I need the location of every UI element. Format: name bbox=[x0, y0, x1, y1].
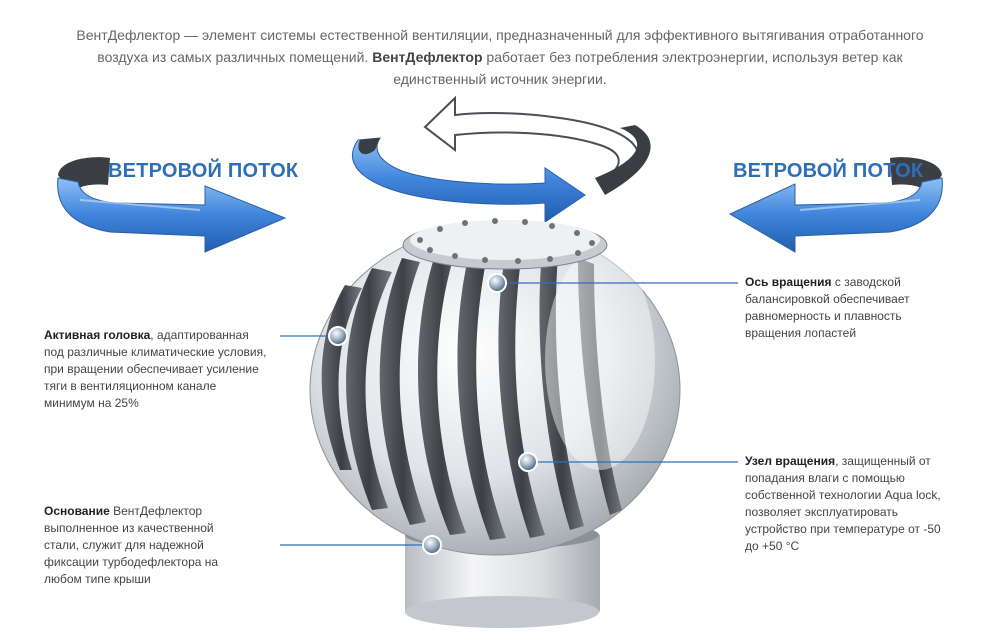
callout-base: Основание ВентДефлектор выполненное из к… bbox=[44, 503, 234, 588]
intro-paragraph: ВентДефлектор — элемент системы естестве… bbox=[60, 24, 940, 90]
callout-active-head-title: Активная головка bbox=[44, 328, 151, 342]
callout-axis: Ось вращения с заводской балансировкой о… bbox=[745, 274, 945, 342]
intro-text: — элемент системы естественной вентиляци… bbox=[97, 27, 924, 65]
turbine-head bbox=[309, 218, 681, 556]
rotation-arrows bbox=[352, 95, 651, 223]
turbine-blades bbox=[321, 250, 622, 540]
callout-rotation-unit-title: Узел вращения bbox=[745, 454, 836, 468]
callout-base-title: Основание bbox=[44, 504, 110, 518]
callout-rotation-unit-text: , защищенный от попадания влаги с помощь… bbox=[745, 454, 941, 553]
callout-active-head: Активная головка, адаптированная под раз… bbox=[44, 327, 269, 412]
callout-axis-title: Ось вращения bbox=[745, 275, 832, 289]
intro-brand-bold: ВентДефлектор bbox=[372, 49, 483, 65]
callout-active-head-text: , адаптированная под различные климатиче… bbox=[44, 328, 267, 410]
callout-markers bbox=[328, 273, 538, 555]
right-wind-label: ВЕТРОВОЙ ПОТОК bbox=[733, 160, 924, 182]
callout-axis-text: с заводской балансировкой обеспечивает р… bbox=[745, 275, 910, 340]
callout-rotation-unit: Узел вращения, защищенный от попадания в… bbox=[745, 453, 945, 555]
flange-bolts bbox=[417, 218, 595, 264]
intro-brand: ВентДефлектор bbox=[76, 27, 181, 43]
callout-lines bbox=[280, 282, 738, 546]
intro-text-end: работает без потребления электроэнергии,… bbox=[393, 49, 903, 87]
left-wind-arrow bbox=[57, 157, 287, 253]
right-wind-arrow bbox=[728, 157, 943, 253]
callout-base-text: ВентДефлектор выполненное из качественно… bbox=[44, 504, 219, 586]
left-wind-label: ВЕТРОВОЙ ПОТОК bbox=[108, 160, 299, 182]
